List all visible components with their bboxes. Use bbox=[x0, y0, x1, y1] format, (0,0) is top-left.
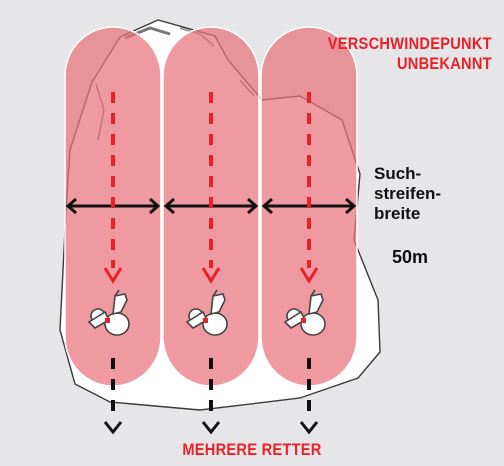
strip-width-line-3: breite bbox=[374, 204, 441, 224]
multiple-rescuers-text: MEHRERE RETTER bbox=[182, 440, 321, 460]
chevron-down-icon bbox=[105, 422, 121, 432]
strip-width-label: Such- streifen- breite bbox=[374, 164, 441, 224]
chevron-down-icon bbox=[203, 422, 219, 432]
strip-width-value: 50m bbox=[392, 247, 428, 268]
unknown-point-line-1: VERSCHWINDEPUNKT bbox=[328, 34, 492, 54]
strip-width-line-2: streifen- bbox=[374, 184, 441, 204]
multiple-rescuers-label: MEHRERE RETTER bbox=[0, 440, 504, 460]
strip-width-line-1: Such- bbox=[374, 164, 441, 184]
unknown-vanishing-point-label: VERSCHWINDEPUNKT UNBEKANNT bbox=[328, 34, 492, 74]
unknown-point-line-2: UNBEKANNT bbox=[328, 54, 492, 74]
chevron-down-icon bbox=[301, 422, 317, 432]
